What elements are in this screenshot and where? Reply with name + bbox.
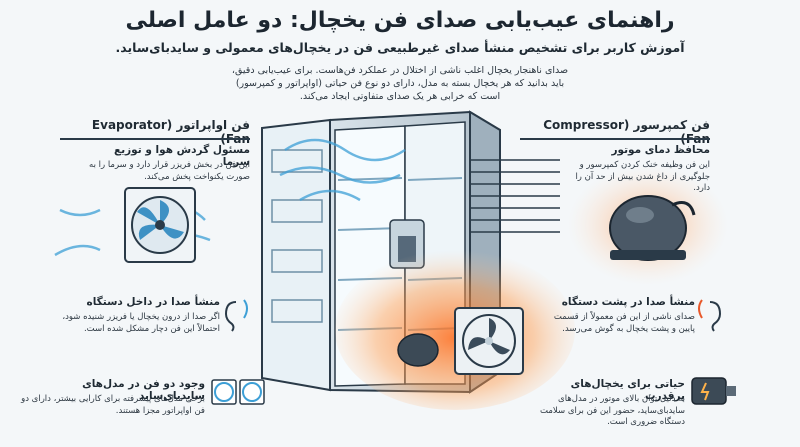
motor-icon [691, 377, 736, 405]
page-subtitle: آموزش کاربر برای تشخیص منشأ صدای غیرطبیع… [115, 40, 685, 55]
compressor-icon [609, 195, 696, 261]
evaporator-sbs-title: وجود دو فن در مدل‌های ساید‌بای‌ساید [82, 378, 205, 402]
evaporator-heading: فن اواپراتور (Evaporator Fan) [91, 118, 250, 146]
compressor-source-title: منشأ صدا در پشت دستگاه [561, 296, 695, 308]
ear-icon [224, 299, 722, 332]
evaporator-source-text: اگر صدا از درون یخچال یا فریزر شنیده شود… [62, 312, 220, 334]
compressor-source-text: صدای ناشی از این فن معمولاً از قسمت پایی… [553, 312, 695, 334]
compressor-vital-title: حیاتی برای یخچال‌های پرقدرت [570, 378, 685, 402]
intro-text: صدای ناهنجار یخچال اغلب ناشی از اختلال د… [231, 65, 569, 102]
fan-icon [124, 187, 196, 263]
compressor-heading: فن کمپرسور (Compressor Fan) [543, 118, 710, 146]
compressor-vital-text: به دلیل توان بالای موتور در مدل‌های ساید… [540, 394, 685, 427]
evaporator-role-title: مسئول گردش هوا و توزیع سرما [114, 144, 250, 168]
evaporator-sbs-text: برخی مدل‌های پیشرفته برای کارایی بیشتر، … [21, 394, 205, 416]
compressor-role-title: محافظ دمای موتور [611, 144, 710, 156]
rear-fan-illustration [397, 307, 524, 375]
evaporator-divider [60, 138, 250, 140]
compressor-role-text: این فن وظیفه خنک کردن کمپرسور و جلوگیری … [575, 160, 710, 193]
evaporator-role-text: این فن در بخش فریزر قرار دارد و سرما را … [89, 160, 250, 182]
page-title: راهنمای عیب‌یابی صدای فن یخچال: دو عامل … [125, 8, 675, 33]
evaporator-source-title: منشأ صدا در داخل دستگاه [86, 296, 220, 308]
compressor-divider [520, 138, 710, 140]
twin-fan-icon [211, 379, 265, 405]
